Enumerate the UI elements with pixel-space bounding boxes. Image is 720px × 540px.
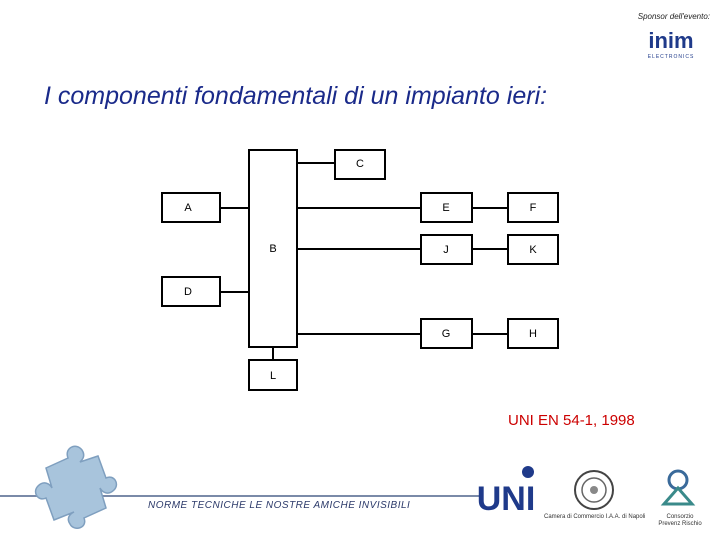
block-g: G [420,318,473,349]
camera-commercio-logo [574,470,614,510]
consorzio-caption-line2: Prevenz Rischio [658,521,702,527]
svg-text:C: C [356,158,364,170]
svg-text:D: D [184,286,192,298]
svg-text:G: G [442,328,451,340]
block-d: D [161,276,221,307]
sponsor-label: Sponsor dell'evento: [637,12,710,21]
block-f: F [507,192,559,223]
svg-text:UNI: UNI [477,480,536,518]
svg-text:ELECTRONICS: ELECTRONICS [648,54,695,60]
svg-text:K: K [529,244,537,256]
svg-text:E: E [442,202,449,214]
svg-text:L: L [270,370,276,382]
consorzio-logo [660,469,696,506]
svg-text:inim: inim [648,28,693,53]
svg-text:B: B [269,243,276,255]
block-h: H [507,318,559,349]
svg-text:J: J [443,244,449,256]
camera-commercio-caption: Camera di Commercio I.A.A. di Napoli [544,514,646,520]
consorzio-caption-line1: Consorzio [666,514,694,520]
block-k: K [507,234,559,265]
puzzle-piece-icon [34,445,118,529]
block-l: L [248,359,298,391]
svg-text:A: A [184,202,192,214]
inim-logo: inim ELECTRONICS [648,28,695,60]
uni-logo: UNI [477,466,536,518]
page-title: I componenti fondamentali di un impianto… [44,82,548,110]
consorzio-caption: Consorzio Prevenz Rischio [650,514,710,528]
footer-divider [0,495,480,497]
svg-text:F: F [530,202,537,214]
block-a: A [161,192,221,223]
block-j: J [420,234,473,265]
block-b: B [248,149,298,348]
block-c: C [334,149,386,180]
footer-banner: NORME TECNICHE LE NOSTRE AMICHE INVISIBI… [148,500,411,511]
svg-text:H: H [529,328,537,340]
block-e: E [420,192,473,223]
standard-reference: UNI EN 54-1, 1998 [508,412,635,429]
